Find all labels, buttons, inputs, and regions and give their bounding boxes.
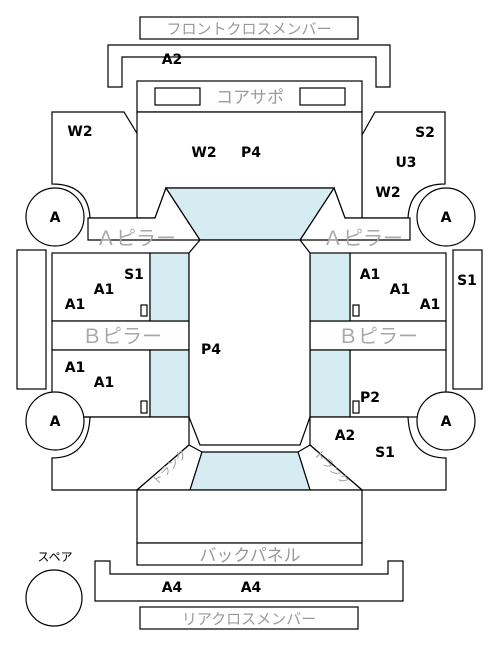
left-a-pillar-label: Ａピラー [96,226,176,250]
right-rear-door-handle [352,400,360,414]
right-front-window [309,252,351,322]
left-b-pillar [51,320,190,351]
rr-door-code-p2: P2 [360,390,380,406]
left-front-window [149,252,190,322]
back-panel [136,542,363,566]
lf-door-code-a1: A1 [94,282,115,298]
rear-member-code-2: A4 [241,580,262,596]
lf-fender-code: W2 [67,124,92,140]
lr-door-code-a1b: A1 [94,375,115,391]
rr-quarter-code-a2: A2 [335,428,356,444]
hood-code-w: W2 [191,145,216,161]
front-cross-member-label: フロントクロスメンバー [166,20,331,38]
front-member-code: A2 [162,52,183,68]
right-a-pillar-label: Ａピラー [323,226,403,250]
rear-right-wheel-label: A [441,414,452,430]
left-rear-window [149,349,190,418]
spare-tire [25,569,83,627]
right-sill-code: S1 [457,273,477,289]
left-b-pillar-label: Ｂピラー [82,324,162,348]
right-side-sill [452,249,483,390]
front-right-wheel-label: A [441,210,452,226]
spare-label: スペア [37,550,72,564]
core-support-label: コアサポ [216,88,284,108]
front-left-wheel [25,187,85,247]
right-b-pillar [309,320,447,351]
left-front-door [51,252,151,322]
back-panel-label: バックパネル [199,546,300,566]
rf-fender-code-w: W2 [375,185,400,201]
rear-window [189,451,311,491]
right-front-door-handle [352,304,360,317]
rf-door-code-a1b: A1 [390,282,411,298]
rear-cross-member [139,606,359,630]
rf-fender-code-u: U3 [395,155,416,171]
left-side-sill [16,249,47,390]
right-rear-quarter [309,416,447,491]
front-right-wheel [416,187,476,247]
right-b-pillar-label: Ｂピラー [338,324,418,348]
lf-door-code-a1b: A1 [65,297,86,313]
front-cross-member [139,16,359,40]
roof [188,239,311,446]
rear-member [94,560,404,602]
rf-door-code-a1: A1 [360,267,381,283]
left-front-door-handle [140,304,148,317]
rear-left-wheel [25,391,85,451]
trunk-lid [136,489,363,544]
rf-door-code-a1c: A1 [420,297,441,313]
left-rear-door-handle [140,400,148,414]
rear-left-wheel-label: A [50,414,61,430]
lf-door-code-s1: S1 [124,267,144,283]
roof-code: P4 [201,342,221,358]
hood-code-p: P4 [241,145,261,161]
right-rear-window [309,349,351,418]
front-member [107,44,391,88]
right-front-door [349,252,447,322]
lr-door-code-a1: A1 [65,360,86,376]
left-headlight [154,87,201,106]
rear-member-code-1: A4 [162,580,183,596]
rf-fender-code-s: S2 [415,125,435,141]
rr-quarter-code-s1: S1 [375,445,395,461]
front-left-wheel-label: A [50,210,61,226]
rear-cross-member-label: リアクロスメンバー [182,610,316,628]
right-headlight [299,87,346,106]
rear-right-wheel [416,391,476,451]
